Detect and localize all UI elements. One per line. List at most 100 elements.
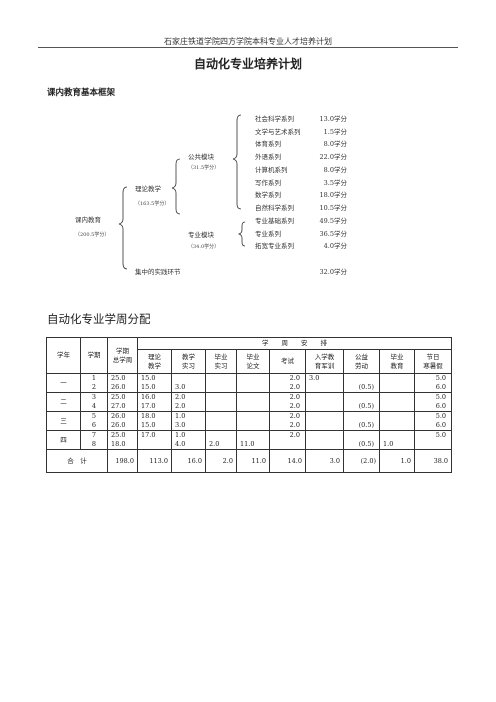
week-cell-value: 6.0: [435, 383, 447, 391]
week-cell: 17.0: [137, 430, 172, 450]
week-cell: (0.5): [343, 430, 380, 450]
node-practice-credits: 32.0学分: [319, 268, 347, 276]
week-cell: 3.0: [171, 373, 206, 393]
total-cell: 3.0: [305, 449, 344, 473]
year-label: 四: [46, 430, 81, 450]
header-col-line1: 毕业: [214, 352, 228, 361]
node-major-credits: （34.0学分）: [188, 244, 220, 250]
total-cell: 16.0: [171, 449, 206, 473]
total-label: 合 计: [46, 449, 108, 473]
header-col-line2: 教育: [390, 361, 404, 370]
week-cell-value: [240, 383, 269, 392]
framework-heading: 课内教育基本框架: [47, 88, 116, 98]
week-cell-value: [383, 431, 414, 440]
framework-braces: [118, 114, 246, 270]
year-label: 三: [46, 411, 81, 431]
series-item-name: 自然科学系列: [255, 204, 294, 212]
total-weeks-cell-value: 25.0: [111, 374, 126, 383]
header-col-line1: 入学教: [314, 352, 335, 361]
week-cell-value: [344, 431, 374, 440]
page-title: 自动化专业培养计划: [193, 57, 302, 71]
series-item-name: 文学与艺术系列: [255, 128, 301, 136]
brace-major: [237, 221, 246, 247]
week-cell-value: [309, 421, 343, 430]
week-cell: 3.0: [305, 373, 344, 393]
week-cell-value: [209, 383, 236, 392]
week-cell: 5.0: [413, 430, 453, 450]
page-header: 石家庄铁道学院四方学院本科专业人才培养计划: [164, 37, 332, 46]
total-cell: (2.0): [343, 449, 380, 473]
week-cell-value: [309, 383, 343, 392]
week-cell-value: [240, 412, 269, 421]
week-cell-value: [209, 412, 236, 421]
week-cell-value: [240, 402, 269, 411]
week-cell-value: 5.0: [435, 374, 447, 383]
week-cell: [236, 373, 270, 393]
weeks-heading: 自动化专业学周分配: [47, 312, 151, 326]
series-item-name: 外语系列: [255, 153, 281, 161]
week-cell: 1.0: [379, 430, 415, 450]
header-col-line1: 理论: [148, 352, 161, 361]
week-cell: [236, 411, 270, 431]
series-item-credits: 8.0学分: [323, 140, 347, 148]
total-cell: 198.0: [107, 449, 138, 473]
semester-cell-value: 4: [91, 402, 97, 410]
header-arrangement: 学 周 安 排: [136, 337, 453, 350]
week-cell-value: [240, 421, 269, 430]
week-cell-value: 6.0: [435, 402, 447, 410]
total-cell: 1.0: [379, 449, 415, 473]
week-cell-value: [309, 393, 343, 402]
week-cell-value: [240, 374, 269, 383]
series-item-credits: 10.5学分: [319, 204, 347, 212]
week-cell-value: 11.0: [240, 440, 255, 448]
semester-cell-value: 8: [91, 440, 97, 448]
header-col-line1: 毕业: [390, 352, 404, 361]
week-cell-value: 4.0: [175, 440, 186, 448]
series-item-name: 写作系列: [255, 179, 281, 187]
total-weeks-cell-value: 26.0: [111, 421, 126, 429]
week-cell: [379, 411, 415, 431]
header-col-line1: 考试: [281, 357, 294, 366]
header-col: 考试: [269, 349, 306, 374]
series-item-credits: 49.5学分: [319, 217, 347, 225]
week-cell-value: [383, 383, 414, 392]
brace-theory: [171, 158, 181, 215]
week-cell-value: 2.0: [175, 402, 186, 410]
week-cell-value: 2.0: [209, 440, 220, 448]
week-cell-value: 2.0: [289, 383, 300, 391]
week-cell-value: [309, 440, 343, 449]
year-label: 一: [46, 373, 81, 393]
week-cell: (0.5): [343, 392, 380, 412]
week-cell-value: 2.0: [289, 393, 300, 402]
header-col-line2: 寒暑假: [423, 361, 443, 370]
header-col-line2: 实习: [214, 361, 228, 370]
total-cell: 113.0: [137, 449, 172, 473]
node-practice-label: 集中的实践环节: [135, 268, 181, 276]
week-cell-value: 5.0: [435, 393, 447, 402]
week-cell-value: [209, 431, 236, 440]
week-cell-value: [175, 374, 205, 383]
week-cell-value: 15.0: [141, 374, 156, 383]
week-cell-value: [383, 393, 414, 402]
week-cell-value: 2.0: [289, 374, 300, 383]
series-item-credits: 22.0学分: [319, 153, 347, 161]
header-col-line1: 节日: [426, 352, 440, 361]
header-col: 毕业实习: [205, 349, 237, 374]
series-item-credits: 4.0学分: [323, 242, 347, 250]
series-item-name: 专业系列: [255, 230, 281, 238]
week-cell: [205, 392, 237, 412]
series-item-credits: 1.5学分: [323, 128, 347, 136]
total-cell: 14.0: [269, 449, 306, 473]
week-cell-value: [209, 402, 236, 411]
week-cell: [205, 373, 237, 393]
